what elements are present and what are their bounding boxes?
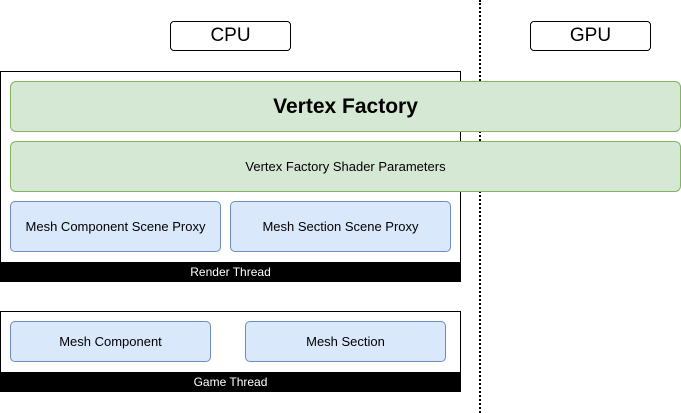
game-thread-label: Game Thread xyxy=(193,375,268,389)
mesh-section-box: Mesh Section xyxy=(245,321,446,362)
mesh-section-scene-proxy-box: Mesh Section Scene Proxy xyxy=(230,201,451,252)
vertex-factory-box: Vertex Factory xyxy=(10,81,681,132)
mesh-section-scene-proxy-label: Mesh Section Scene Proxy xyxy=(262,219,419,234)
render-thread-label: Render Thread xyxy=(190,265,271,279)
vertex-factory-shader-parameters-label: Vertex Factory Shader Parameters xyxy=(245,159,446,174)
mesh-component-scene-proxy-box: Mesh Component Scene Proxy xyxy=(10,201,221,252)
mesh-component-scene-proxy-label: Mesh Component Scene Proxy xyxy=(25,219,206,234)
game-thread-bar: Game Thread xyxy=(0,372,461,392)
vertex-factory-shader-parameters-box: Vertex Factory Shader Parameters xyxy=(10,141,681,192)
mesh-component-label: Mesh Component xyxy=(59,334,162,349)
vertex-factory-label: Vertex Factory xyxy=(273,94,418,118)
mesh-component-box: Mesh Component xyxy=(10,321,211,362)
render-thread-bar: Render Thread xyxy=(0,262,461,282)
gpu-header: GPU xyxy=(530,21,651,51)
cpu-header-label: CPU xyxy=(210,25,251,46)
gpu-header-label: GPU xyxy=(569,25,612,46)
cpu-gpu-divider xyxy=(479,0,481,413)
mesh-section-label: Mesh Section xyxy=(306,334,385,349)
cpu-header: CPU xyxy=(170,21,291,51)
